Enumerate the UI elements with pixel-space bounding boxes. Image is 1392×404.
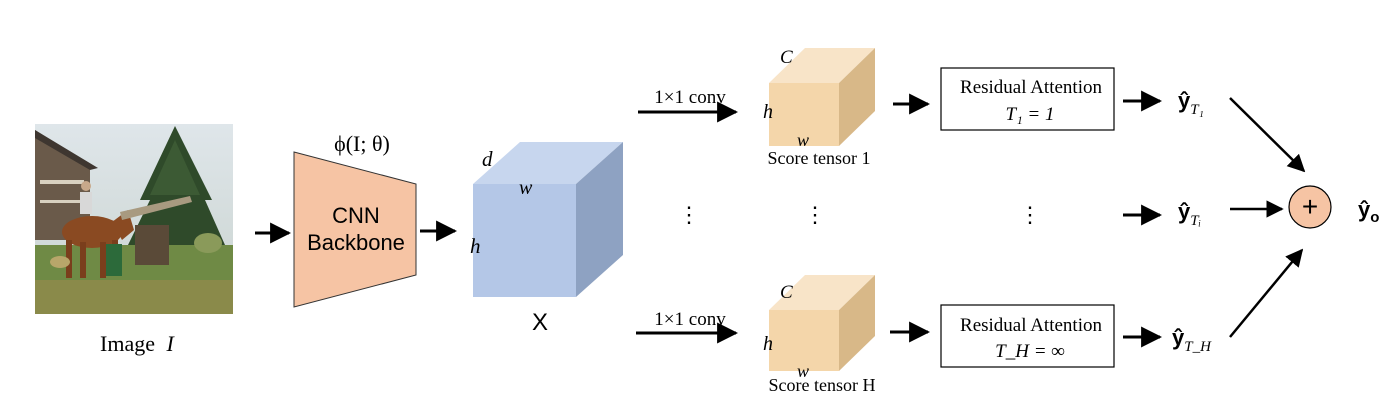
feature-dim-d: d: [482, 147, 493, 171]
score-bottom-dim-w: w: [797, 361, 809, 381]
score-top-dim-h: h: [763, 101, 773, 123]
fusion-plus-icon: +: [1302, 191, 1318, 222]
output-middle: ŷTᵢ: [1178, 199, 1201, 229]
output-top: ŷT₁: [1178, 88, 1204, 118]
fusion-circle: [1288, 185, 1332, 229]
score-bottom-caption: Score tensor H: [769, 375, 876, 395]
feature-dim-h: h: [470, 234, 481, 258]
output-bottom: ŷT_H: [1172, 325, 1212, 355]
attention-top-param: T₁ = 1: [1006, 104, 1055, 125]
arrow-output-top-to-fusion: [1229, 97, 1306, 173]
feature-side-face: [576, 142, 623, 297]
attention-box-bottom: [940, 304, 1115, 368]
input-image: [35, 124, 233, 314]
score-bottom-side-face: [839, 275, 875, 371]
branch-middle: ⋮ ⋮ ⋮ ŷTᵢ: [678, 199, 1284, 229]
ellipsis-attention: ⋮: [1019, 202, 1041, 227]
score-top-side-face: [839, 48, 875, 146]
branch-top: 1×1 conv C h w Score tensor 1 Residual A…: [638, 47, 1306, 173]
feature-top-face: [473, 142, 623, 184]
score-top-dim-w: w: [797, 130, 809, 150]
backbone-line1: CNN: [332, 203, 380, 228]
score-top-caption: Score tensor 1: [768, 148, 871, 168]
attention-bottom-title: Residual Attention: [960, 315, 1102, 336]
attention-top-title: Residual Attention: [960, 77, 1102, 98]
conv-label-top: 1×1 conv: [654, 87, 726, 108]
score-top-top-face: [769, 48, 875, 83]
cnn-backbone: CNN Backbone: [293, 151, 417, 308]
feature-tensor: d w h: [470, 142, 623, 297]
backbone-shape: [293, 151, 417, 308]
fusion-node: +: [1288, 185, 1332, 229]
score-bottom-front-face: [769, 310, 839, 371]
score-bottom-top-face: [769, 275, 875, 310]
arrow-output-bottom-to-fusion: [1229, 248, 1304, 338]
backbone-function-label: ϕ(I; θ): [334, 131, 390, 156]
score-top-front-face: [769, 83, 839, 146]
final-output: ŷo: [1358, 197, 1379, 226]
feature-label: X: [532, 309, 548, 336]
attention-box-top: [940, 67, 1115, 131]
ellipsis-score: ⋮: [804, 202, 826, 227]
conv-label-bottom: 1×1 conv: [654, 309, 726, 330]
score-bottom-dim-c: C: [780, 282, 793, 303]
feature-dim-w: w: [519, 177, 533, 199]
attention-bottom-param: T_H = ∞: [995, 341, 1065, 362]
ellipsis-conv: ⋮: [678, 202, 700, 227]
score-bottom-dim-h: h: [763, 333, 773, 355]
feature-front-face: [473, 184, 576, 297]
input-caption: Image I: [100, 331, 175, 356]
branch-bottom: 1×1 conv C h w Score tensor H Residual A…: [636, 248, 1304, 395]
backbone-line2: Backbone: [307, 230, 405, 255]
score-top-dim-c: C: [780, 47, 793, 68]
